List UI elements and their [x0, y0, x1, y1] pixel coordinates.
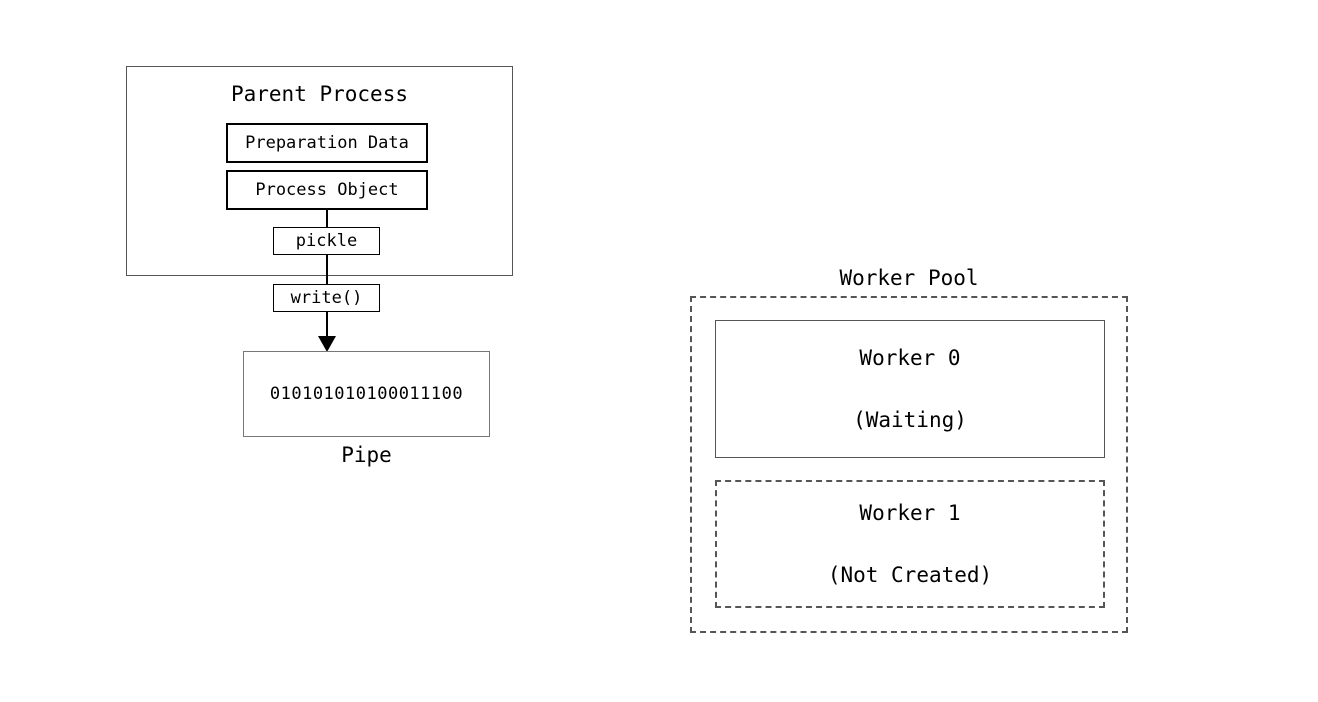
flow-arrow-down-icon: [318, 336, 336, 352]
worker-1-box: Worker 1 (Not Created): [715, 480, 1105, 608]
write-step-box: write(): [273, 284, 380, 312]
preparation-data-box: Preparation Data: [226, 123, 428, 163]
parent-process-container: [126, 66, 513, 276]
worker-pool-container: [690, 296, 1128, 633]
worker-0-box: Worker 0 (Waiting): [715, 320, 1105, 458]
pipe-label: Pipe: [341, 443, 392, 467]
parent-process-title: Parent Process: [230, 82, 408, 106]
process-object-box: Process Object: [226, 170, 428, 210]
pickle-step-box: pickle: [273, 227, 380, 255]
flow-connector-line: [326, 209, 328, 341]
worker-pool-title: Worker Pool: [839, 266, 979, 290]
pipe-box: 010101010100011100: [243, 351, 490, 437]
pipe-bitstream-text: 010101010100011100: [269, 384, 464, 404]
worker-1-name: Worker 1: [859, 501, 961, 525]
worker-1-status: (Not Created): [827, 563, 993, 587]
worker-0-status: (Waiting): [853, 408, 967, 432]
worker-0-name: Worker 0: [859, 346, 961, 370]
